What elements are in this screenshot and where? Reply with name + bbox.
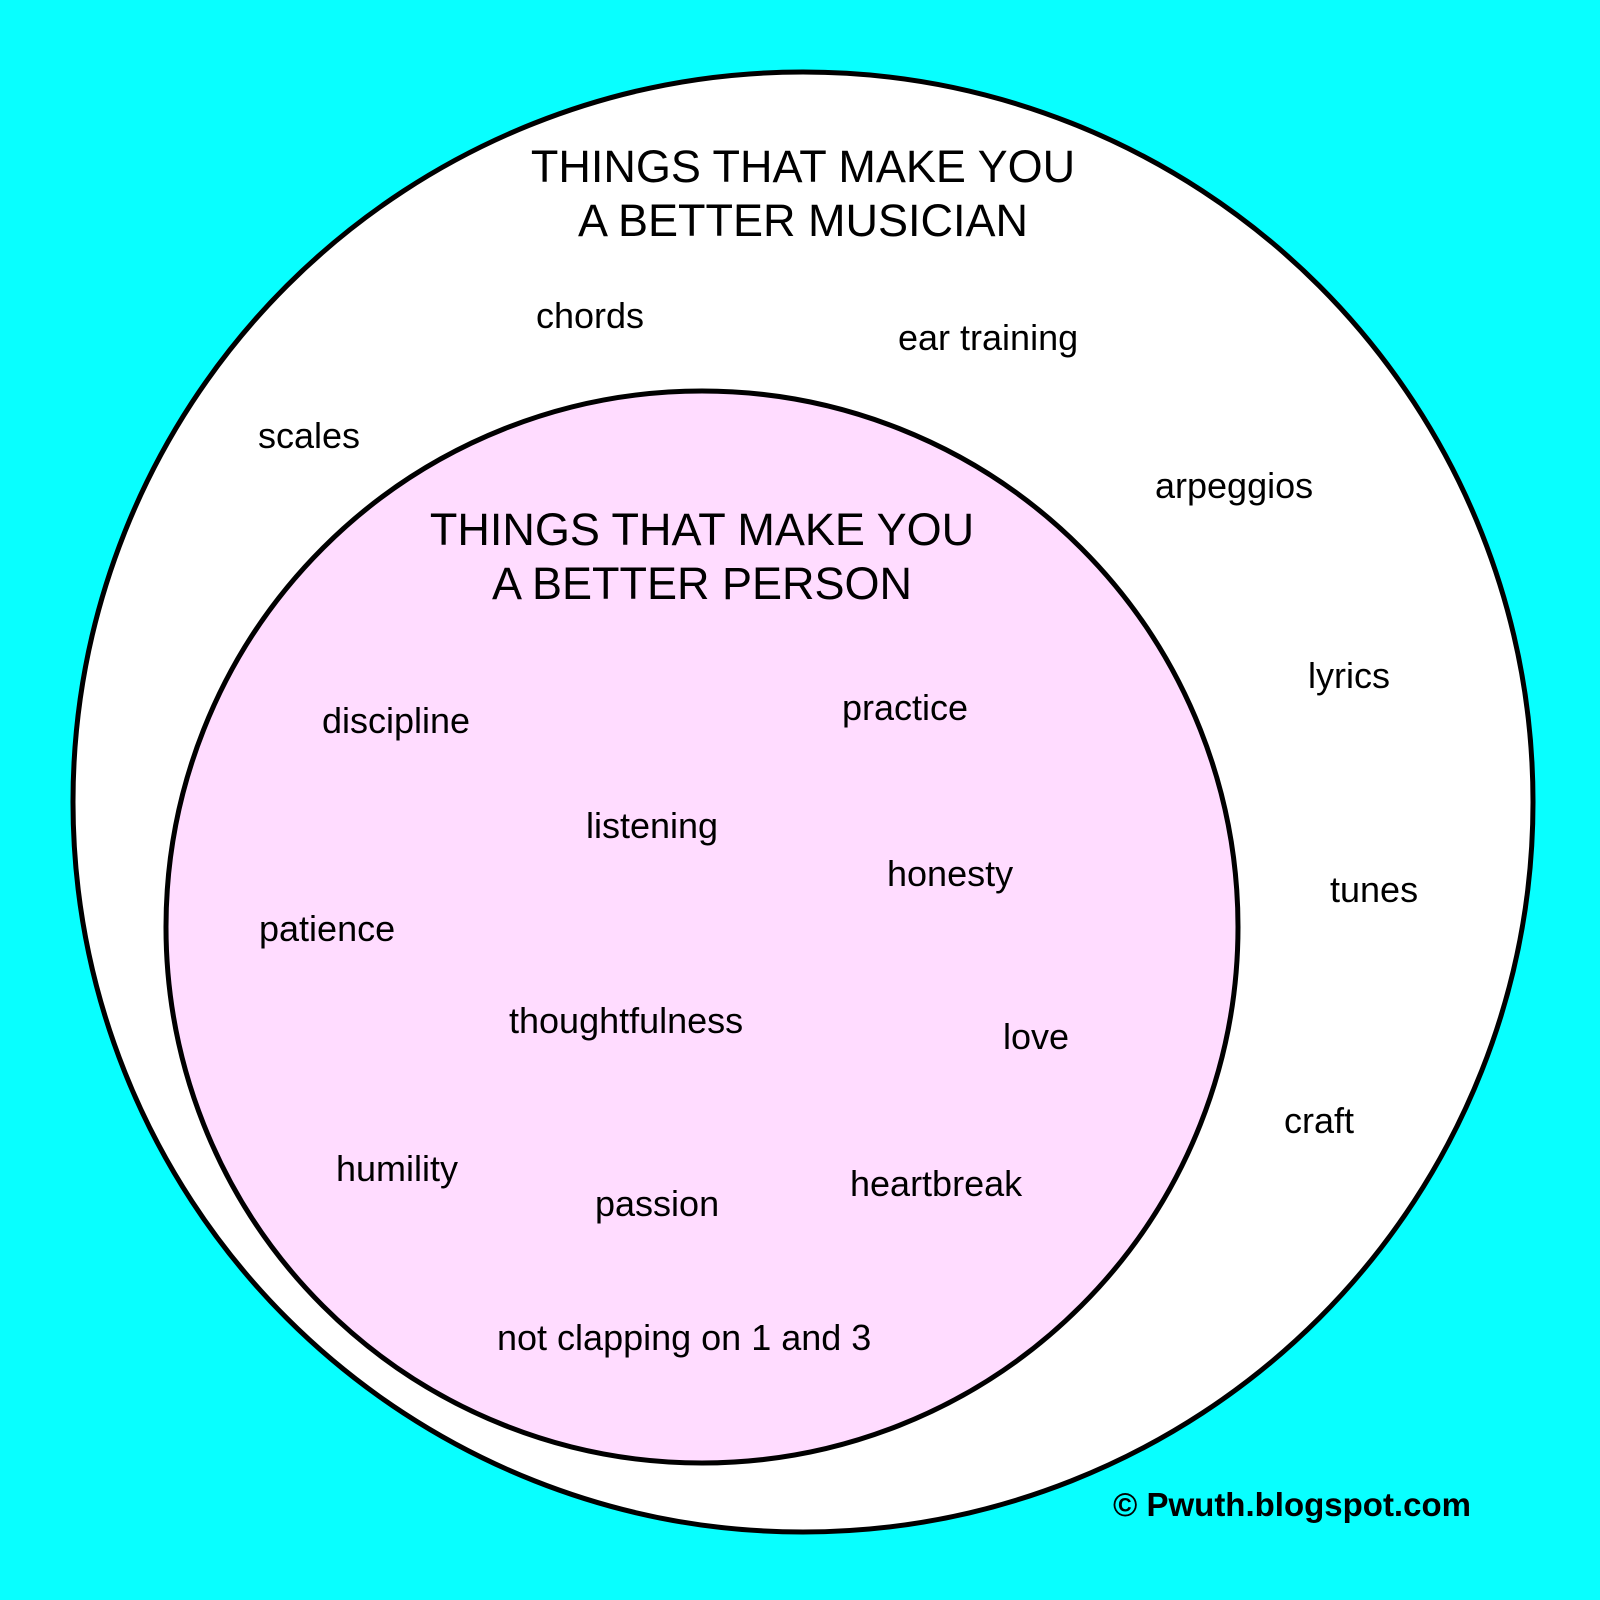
outer-set-title-line-1: THINGS THAT MAKE YOU [530, 141, 1076, 192]
inner-circle-person [163, 388, 1241, 1466]
outer-item-tunes: tunes [1330, 869, 1419, 910]
outer-set-title-line-2: A BETTER MUSICIAN [577, 195, 1029, 246]
inner-item-thoughtfulness: thoughtfulness [509, 1000, 744, 1041]
inner-item-love: love [1003, 1016, 1070, 1057]
outer-item-ear-training: ear training [898, 317, 1079, 358]
inner-set-title-line-1: THINGS THAT MAKE YOU [429, 504, 975, 555]
inner-item-discipline: discipline [322, 700, 471, 741]
outer-item-scales: scales [258, 415, 361, 456]
outer-item-lyrics: lyrics [1308, 655, 1390, 696]
inner-item-not-clapping: not clapping on 1 and 3 [497, 1317, 872, 1358]
outer-item-craft: craft [1284, 1100, 1355, 1141]
inner-item-practice: practice [842, 687, 969, 728]
inner-item-heartbreak: heartbreak [850, 1163, 1023, 1204]
inner-item-patience: patience [259, 908, 396, 949]
inner-item-humility: humility [336, 1148, 459, 1189]
copyright-text: © Pwuth.blogspot.com [1113, 1486, 1471, 1523]
inner-item-passion: passion [595, 1183, 720, 1224]
outer-set-title: THINGS THAT MAKE YOU A BETTER MUSICIAN [531, 140, 1075, 248]
inner-item-honesty: honesty [887, 853, 1014, 894]
inner-set-title-line-2: A BETTER PERSON [491, 558, 913, 609]
outer-item-chords: chords [536, 295, 645, 336]
inner-set-title: THINGS THAT MAKE YOU A BETTER PERSON [430, 503, 974, 611]
inner-item-listening: listening [586, 805, 719, 846]
outer-item-arpeggios: arpeggios [1155, 465, 1314, 506]
